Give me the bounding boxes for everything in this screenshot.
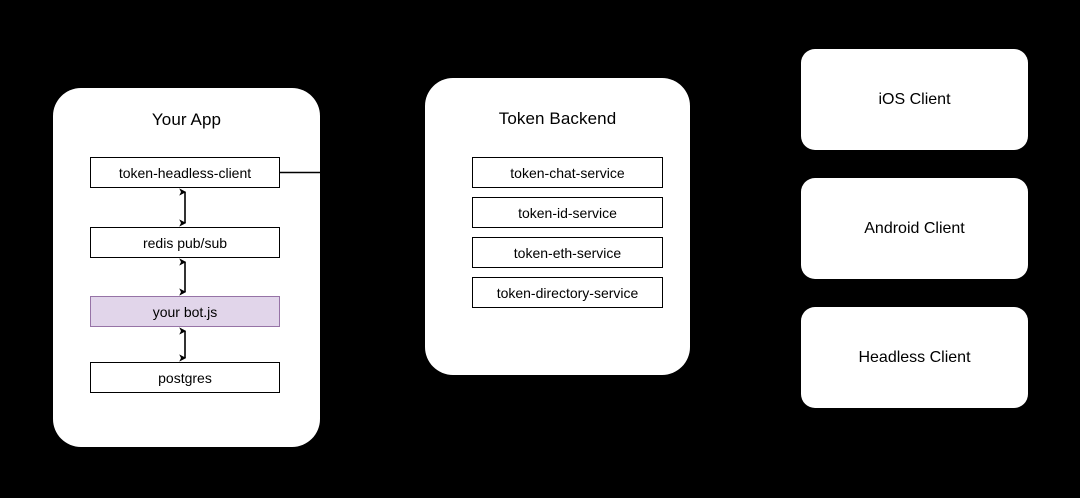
node-token-headless-client[interactable]: token-headless-client: [90, 157, 280, 188]
node-postgres[interactable]: postgres: [90, 362, 280, 393]
node-your-bot-js[interactable]: your bot.js: [90, 296, 280, 327]
node-token-id-service[interactable]: token-id-service: [472, 197, 663, 228]
group-card-your-app: [53, 88, 320, 447]
node-redis-pub-sub[interactable]: redis pub/sub: [90, 227, 280, 258]
node-token-directory-service[interactable]: token-directory-service: [472, 277, 663, 308]
client-card-android[interactable]: Android Client: [801, 178, 1028, 279]
group-title-your-app: Your App: [151, 110, 222, 129]
node-token-chat-service[interactable]: token-chat-service: [472, 157, 663, 188]
client-card-headless[interactable]: Headless Client: [801, 307, 1028, 408]
node-token-eth-service[interactable]: token-eth-service: [472, 237, 663, 268]
group-title-token-backend: Token Backend: [498, 109, 617, 128]
client-card-ios[interactable]: iOS Client: [801, 49, 1028, 150]
